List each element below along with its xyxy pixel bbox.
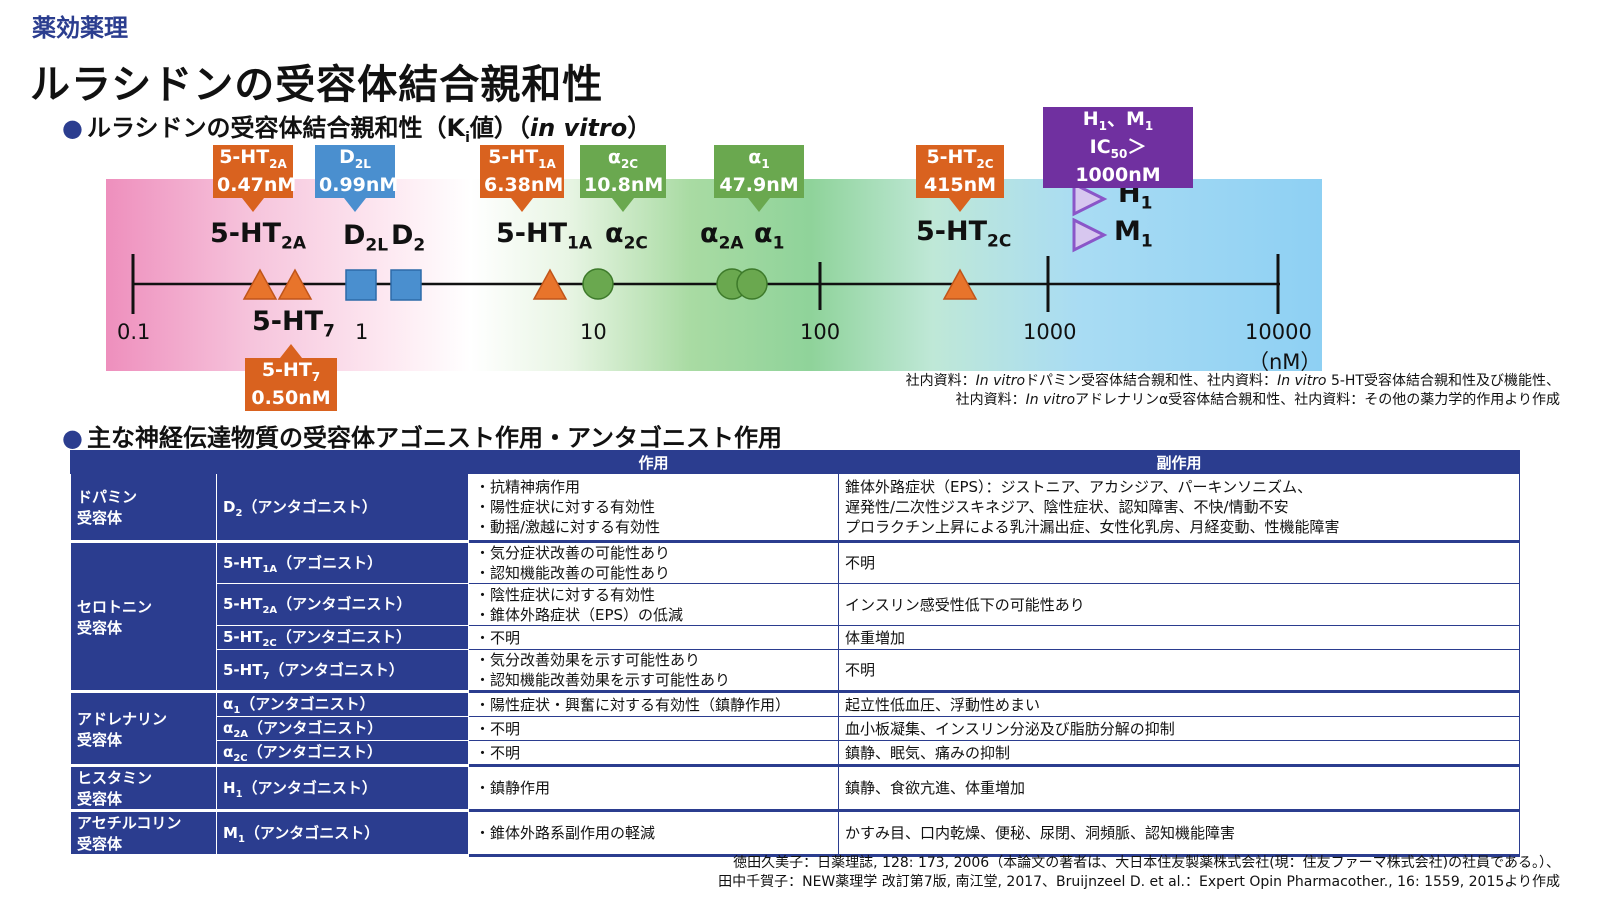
table-row: 5-HT2A（アンタゴニスト） ・陰性症状に対する有効性・錐体外路症状（EPS）… xyxy=(71,583,1520,626)
side-effect-cell: 不明 xyxy=(838,541,1520,584)
references-table: 徳田久美子：日薬理誌, 128: 173, 2006（本論文の著者は、大日本住友… xyxy=(718,855,1560,890)
marker-a2c xyxy=(582,268,614,300)
page-title: ルラシドンの受容体結合親和性 xyxy=(30,62,604,108)
references-affinity: 社内資料：In vitroドパミン受容体結合親和性、社内資料：In vitro … xyxy=(905,373,1560,408)
table-header-row: 作用 副作用 xyxy=(70,450,1520,474)
tick-label: 10000 xyxy=(1245,320,1312,344)
table-row: α2A（アンタゴニスト） ・不明 血小板凝集、インスリン分泌及び脂肪分解の抑制 xyxy=(71,716,1520,741)
marker-a1 xyxy=(736,268,768,300)
side-effect-cell: 体重増加 xyxy=(838,625,1520,650)
side-effect-cell: 不明 xyxy=(838,649,1520,693)
bullet-icon: ● xyxy=(62,424,83,452)
receptor-a2a: α2A（アンタゴニスト） xyxy=(216,716,469,741)
group-histamine: ヒスタミン受容体 xyxy=(70,765,217,812)
affinity-axis xyxy=(131,181,1280,314)
marker-5ht2c xyxy=(942,268,978,300)
label-5ht7: 5-HT7 xyxy=(252,306,335,342)
receptor-action-table: 作用 副作用 ドパミン受容体 D2（アンタゴニスト） ・抗精神病作用・陽性症状に… xyxy=(70,450,1520,857)
label-a1: α1 xyxy=(754,218,785,254)
table-row: ドパミン受容体 D2（アンタゴニスト） ・抗精神病作用・陽性症状に対する有効性・… xyxy=(70,473,1520,543)
effect-cell: ・不明 xyxy=(468,625,839,650)
group-dopamine: ドパミン受容体 xyxy=(70,473,217,543)
header-effect: 作用 xyxy=(468,450,839,474)
axis-unit: （nM） xyxy=(1248,350,1322,374)
table-row: ヒスタミン受容体 H1（アンタゴニスト） ・鎮静作用 鎮静、食欲亢進、体重増加 xyxy=(70,765,1520,812)
header-side-effect: 副作用 xyxy=(838,450,1520,474)
receptor-a1: α1（アンタゴニスト） xyxy=(216,691,469,717)
label-d2: D2 xyxy=(391,220,426,256)
table-row: アセチルコリン受容体 M1（アンタゴニスト） ・錐体外路系副作用の軽減 かすみ目… xyxy=(70,810,1520,857)
section2-heading: ●主な神経伝達物質の受容体アゴニスト作用・アンタゴニスト作用 xyxy=(62,424,782,452)
tick-label: 1000 xyxy=(1023,320,1077,344)
side-effect-cell: 鎮静、食欲亢進、体重増加 xyxy=(838,765,1520,812)
bullet-icon: ● xyxy=(62,114,83,142)
side-effect-cell: 血小板凝集、インスリン分泌及び脂肪分解の抑制 xyxy=(838,716,1520,741)
section1-heading: ●ルラシドンの受容体結合親和性（Ki値）（in vitro） xyxy=(62,114,652,146)
label-5ht2c: 5-HT2C xyxy=(916,216,1012,252)
label-5ht2a: 5-HT2A xyxy=(210,218,307,254)
side-effect-cell: かすみ目、口内乾燥、便秘、尿閉、洞頻脈、認知機能障害 xyxy=(838,810,1520,857)
tick-label: 1 xyxy=(355,320,369,344)
table-row: 5-HT7（アンタゴニスト） ・気分改善効果を示す可能性あり・認知機能改善効果を… xyxy=(71,649,1520,693)
table-row: セロトニン受容体 5-HT1A（アゴニスト） ・気分症状改善の可能性あり・認知機… xyxy=(70,541,1520,693)
marker-5ht7 xyxy=(277,268,313,300)
group-serotonin: セロトニン受容体 xyxy=(70,541,217,693)
table-row: α2C（アンタゴニスト） ・不明 鎮静、眠気、痛みの抑制 xyxy=(71,740,1520,767)
table-row: 5-HT2C（アンタゴニスト） ・不明 体重増加 xyxy=(71,625,1520,650)
effect-cell: ・気分改善効果を示す可能性あり・認知機能改善効果を示す可能性あり xyxy=(468,649,839,693)
effect-cell: ・抗精神病作用・陽性症状に対する有効性・動揺/激越に対する有効性 xyxy=(468,473,839,543)
effect-cell: ・気分症状改善の可能性あり・認知機能改善の可能性あり xyxy=(468,541,839,584)
effect-cell: ・陰性症状に対する有効性・錐体外路症状（EPS）の低減 xyxy=(468,583,839,626)
label-a2c: α2C xyxy=(605,218,648,254)
marker-d2l xyxy=(345,269,377,301)
side-effect-cell: インスリン感受性低下の可能性あり xyxy=(838,583,1520,626)
effect-cell: ・不明 xyxy=(468,716,839,741)
marker-d2 xyxy=(390,269,422,301)
side-effect-cell: 鎮静、眠気、痛みの抑制 xyxy=(838,740,1520,767)
marker-5ht2a xyxy=(242,268,278,300)
table-row: アドレナリン受容体 α1（アンタゴニスト） ・陽性症状・興奮に対する有効性（鎮静… xyxy=(70,691,1520,767)
marker-h1 xyxy=(1072,181,1108,217)
effect-cell: ・不明 xyxy=(468,740,839,767)
tick-label: 0.1 xyxy=(117,320,151,344)
receptor-5ht2a: 5-HT2A（アンタゴニスト） xyxy=(216,583,469,626)
label-d2l: D2L xyxy=(343,220,389,256)
category-label: 薬効薬理 xyxy=(32,14,128,42)
tick-label: 100 xyxy=(800,320,841,344)
effect-cell: ・錐体外路系副作用の軽減 xyxy=(468,810,839,857)
receptor-m1: M1（アンタゴニスト） xyxy=(216,810,469,857)
side-effect-cell: 錐体外路症状（EPS）：ジストニア、アカシジア、パーキンソニズム、遅発性/二次性… xyxy=(838,473,1520,543)
receptor-d2: D2（アンタゴニスト） xyxy=(216,473,469,543)
label-m1: M1 xyxy=(1114,216,1153,252)
label-a2a: α2A xyxy=(700,218,744,254)
receptor-a2c: α2C（アンタゴニスト） xyxy=(216,740,469,767)
effect-cell: ・鎮静作用 xyxy=(468,765,839,812)
effect-cell: ・陽性症状・興奮に対する有効性（鎮静作用） xyxy=(468,691,839,717)
tick-label: 10 xyxy=(580,320,607,344)
receptor-5ht1a: 5-HT1A（アゴニスト） xyxy=(216,541,469,584)
label-5ht1a: 5-HT1A xyxy=(496,218,593,254)
side-effect-cell: 起立性低血圧、浮動性めまい xyxy=(838,691,1520,717)
group-acetylcholine: アセチルコリン受容体 xyxy=(70,810,217,857)
group-adrenaline: アドレナリン受容体 xyxy=(70,691,217,767)
receptor-5ht7: 5-HT7（アンタゴニスト） xyxy=(216,649,469,693)
receptor-h1: H1（アンタゴニスト） xyxy=(216,765,469,812)
marker-m1 xyxy=(1072,217,1108,253)
receptor-5ht2c: 5-HT2C（アンタゴニスト） xyxy=(216,625,469,650)
marker-5ht1a xyxy=(532,268,568,300)
affinity-gradient-band xyxy=(106,179,1322,371)
